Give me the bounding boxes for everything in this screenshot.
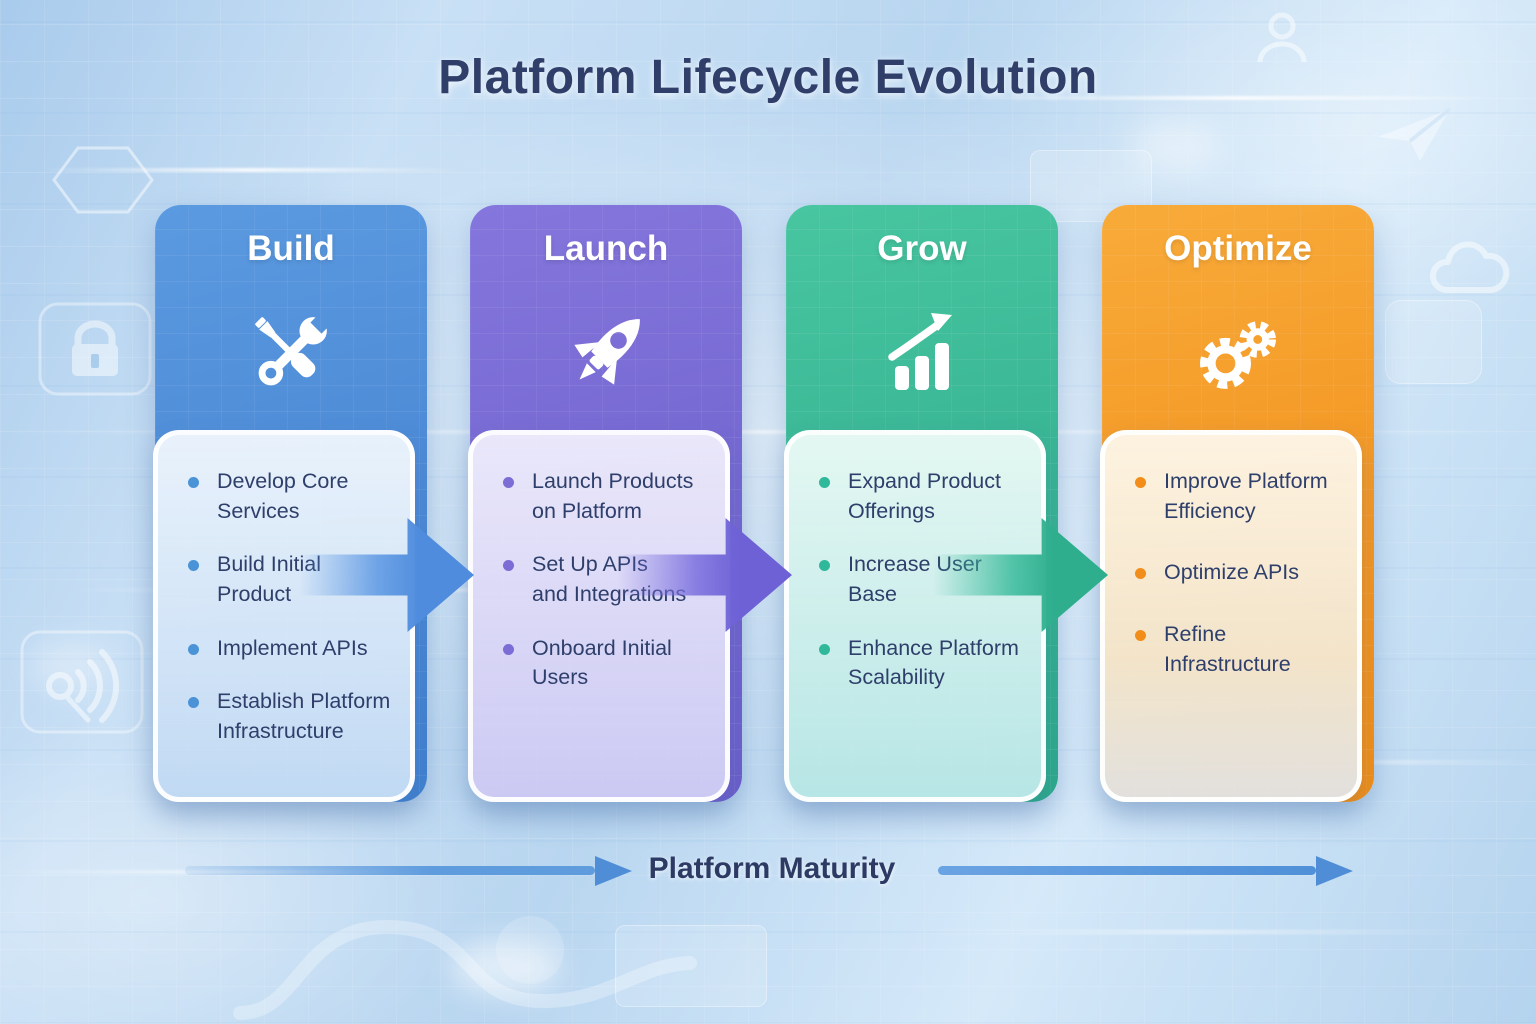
list-item: Establish Platform Infrastructure [188, 687, 396, 746]
light-streak [980, 96, 1500, 100]
paper-plane-icon [1378, 107, 1452, 161]
stage-title-build: Build [247, 229, 335, 268]
stage-title-launch: Launch [543, 229, 669, 268]
bullet-text: Enhance Platform Scalability [848, 635, 1019, 690]
bullet-dot [188, 560, 199, 572]
growth-chart-icon [786, 293, 1058, 413]
stage-title-grow: Grow [877, 229, 967, 268]
bullet-text: Build Initial Product [217, 552, 321, 606]
wifi-broadcast-icon [20, 630, 144, 734]
list-item: Launch Products on Platform [503, 467, 711, 526]
bullet-dot [1135, 477, 1146, 488]
bullet-dot [819, 477, 830, 488]
list-item: Refine Infrastructure [1135, 620, 1343, 679]
bullet-list-build: Develop Core Services Build Initial Prod… [158, 435, 410, 747]
bullet-dot [503, 643, 514, 655]
page-title: Platform Lifecycle Evolution [438, 51, 1098, 104]
light-streak [0, 430, 1536, 434]
tools-icon [155, 293, 427, 413]
bullet-text: Onboard Initial Users [532, 635, 672, 690]
bullet-text: Expand Product Offerings [848, 469, 1001, 523]
bullet-text: Establish Platform Infrastructure [217, 689, 391, 743]
stage-card-grow: Grow Expand Product Offerings Increase U… [784, 205, 1058, 802]
stage-card-optimize: Optimize Improve Platform Efficiency Opt… [1100, 205, 1374, 802]
maturity-axis-arrowhead-right [1316, 856, 1353, 886]
maturity-axis-label: Platform Maturity [648, 852, 896, 885]
bullet-dot [819, 560, 830, 572]
cloud-icon [1429, 241, 1510, 293]
list-item: Enhance Platform Scalability [819, 634, 1027, 693]
light-streak [900, 930, 1500, 934]
maturity-axis-arrowhead-left [595, 856, 632, 886]
list-item: Improve Platform Efficiency [1135, 467, 1343, 526]
background-tile [1385, 300, 1482, 384]
list-item: Develop Core Services [188, 467, 396, 526]
stage-card-launch: Launch Launch Products on Platform Set U… [468, 205, 742, 802]
bullet-dot [188, 697, 199, 709]
rocket-icon [470, 293, 742, 413]
glow-spot [450, 940, 560, 995]
maturity-axis-line-left [185, 866, 595, 875]
list-item: Build Initial Product [188, 550, 396, 609]
person-icon [1257, 12, 1307, 63]
stage-body-launch: Launch Products on Platform Set Up APIs … [468, 430, 730, 802]
list-item: Implement APIs [188, 634, 396, 664]
bullet-dot [1135, 629, 1146, 641]
bullet-dot [503, 560, 514, 572]
bullet-dot [503, 477, 514, 488]
stage-body-build: Develop Core Services Build Initial Prod… [153, 430, 415, 802]
bullet-dot [819, 643, 830, 655]
bullet-dot [188, 643, 199, 655]
stage-title-optimize: Optimize [1164, 229, 1312, 268]
hexagon-icon [52, 146, 154, 214]
bullet-text: Optimize APIs [1164, 560, 1300, 585]
light-streak [40, 168, 460, 172]
background-panel [615, 925, 767, 1007]
stage-body-optimize: Improve Platform Efficiency Optimize API… [1100, 430, 1362, 802]
bullet-text: Refine Infrastructure [1164, 621, 1291, 676]
bullet-text: Implement APIs [217, 635, 368, 660]
squiggle-path [233, 916, 697, 1020]
bullet-text: Improve Platform Efficiency [1164, 469, 1328, 523]
gears-icon [1102, 293, 1374, 413]
bullet-text: Develop Core Services [217, 469, 349, 523]
bullet-dot [1135, 568, 1146, 580]
bullet-list-optimize: Improve Platform Efficiency Optimize API… [1105, 435, 1357, 679]
list-item: Onboard Initial Users [503, 634, 711, 693]
maturity-axis-line-right [938, 866, 1316, 875]
stage-card-build: Build Develop Core Services Build Initia… [153, 205, 427, 802]
stage-body-grow: Expand Product Offerings Increase User B… [784, 430, 1046, 802]
list-item: Optimize APIs [1135, 558, 1343, 588]
glow-spot [1130, 120, 1220, 175]
bullet-dot [188, 477, 199, 488]
lock-icon [38, 302, 152, 396]
list-item: Expand Product Offerings [819, 467, 1027, 526]
bullet-text: Launch Products on Platform [532, 469, 694, 523]
